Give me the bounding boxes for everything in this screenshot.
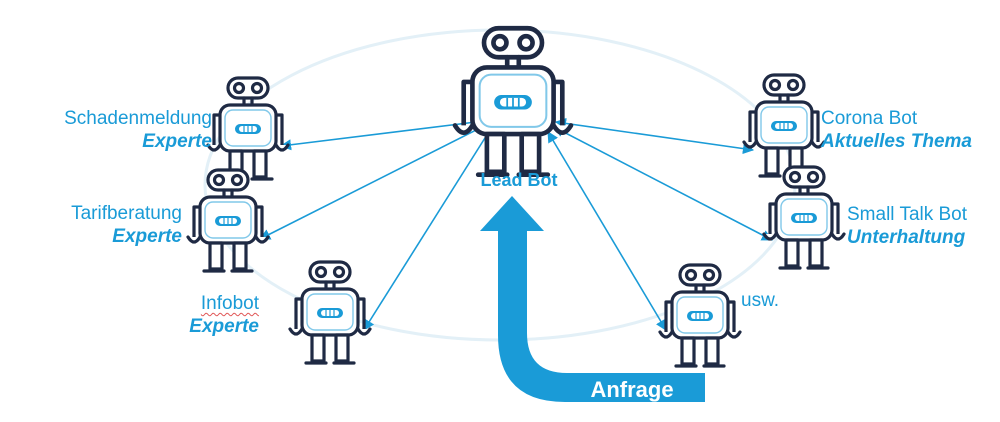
request-arrow-head (480, 196, 544, 231)
tarifberatung-robot-icon (186, 168, 270, 273)
tarifberatung-label: Tarifberatung Experte (71, 202, 182, 248)
schadenmeldung-label: Schadenmeldung Experte (64, 107, 212, 153)
schadenmeldung-robot-icon (206, 76, 290, 181)
corona-bot-name: Corona Bot (821, 108, 918, 129)
schadenmeldung-role: Experte (142, 131, 212, 152)
lead-bot-label: Lead Bot (480, 170, 558, 190)
infobot-robot-icon (288, 260, 372, 365)
schadenmeldung-name: Schadenmeldung (64, 108, 212, 129)
small-talk-bot-name: Small Talk Bot (847, 204, 968, 225)
arrow-to-usw (547, 131, 667, 331)
infobot-label: Infobot Experte (189, 292, 259, 338)
small-talk-bot-robot-icon (762, 165, 846, 270)
arrow-to-schadenmeldung (279, 120, 485, 151)
arrow-to-corona-bot (554, 117, 755, 155)
tarifberatung-role: Experte (112, 226, 182, 247)
usw-name: usw. (741, 290, 780, 311)
arrow-to-tarifberatung (259, 124, 487, 240)
small-talk-bot-label: Small Talk Bot Unterhaltung (847, 203, 967, 249)
corona-bot-label: Corona Bot Aktuelles Thema (821, 107, 972, 153)
request-label: Anfrage (590, 377, 674, 402)
corona-bot-robot-icon (742, 73, 826, 178)
usw-label: usw. (741, 289, 779, 312)
corona-bot-role: Aktuelles Thema (821, 131, 972, 152)
infobot-name: Infobot (200, 293, 259, 314)
small-talk-bot-role: Unterhaltung (847, 227, 966, 248)
tarifberatung-name: Tarifberatung (71, 203, 182, 224)
lead-bot-robot-icon (455, 28, 571, 174)
usw-robot-icon (658, 263, 742, 368)
arrow-to-infobot (363, 129, 491, 331)
request-arrow-shaft (498, 230, 705, 402)
arrow-to-small-talk-bot (553, 126, 773, 241)
infobot-role: Experte (189, 316, 259, 337)
